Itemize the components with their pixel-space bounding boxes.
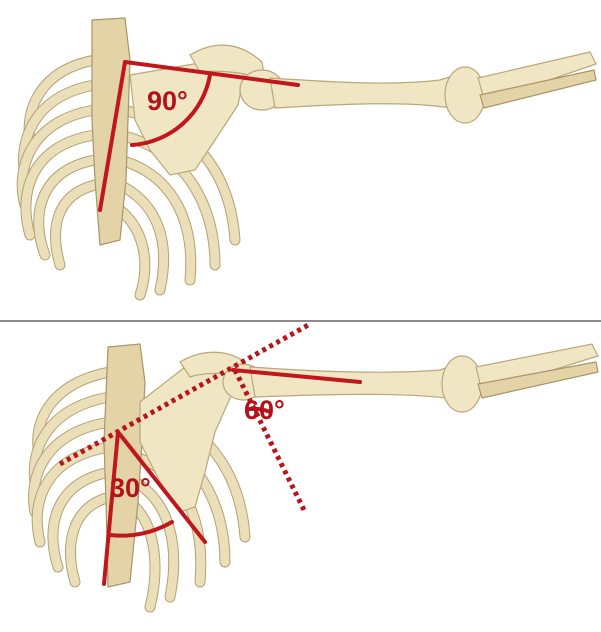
- angle-label-30: 30°: [110, 473, 151, 503]
- elbow-top: [445, 67, 485, 123]
- scapula-bottom: [140, 362, 235, 512]
- top-panel-scapula-90: 90°: [0, 0, 601, 320]
- elbow-bottom: [442, 356, 482, 412]
- spine-bottom: [104, 344, 145, 587]
- bottom-panel-scapula-30-60: 30° 60°: [0, 322, 601, 632]
- bottom-skeleton-illustration: 30° 60°: [0, 322, 601, 632]
- top-skeleton-illustration: 90°: [0, 0, 601, 320]
- angle-label-60: 60°: [244, 395, 285, 425]
- angle-label-90: 90°: [147, 86, 188, 116]
